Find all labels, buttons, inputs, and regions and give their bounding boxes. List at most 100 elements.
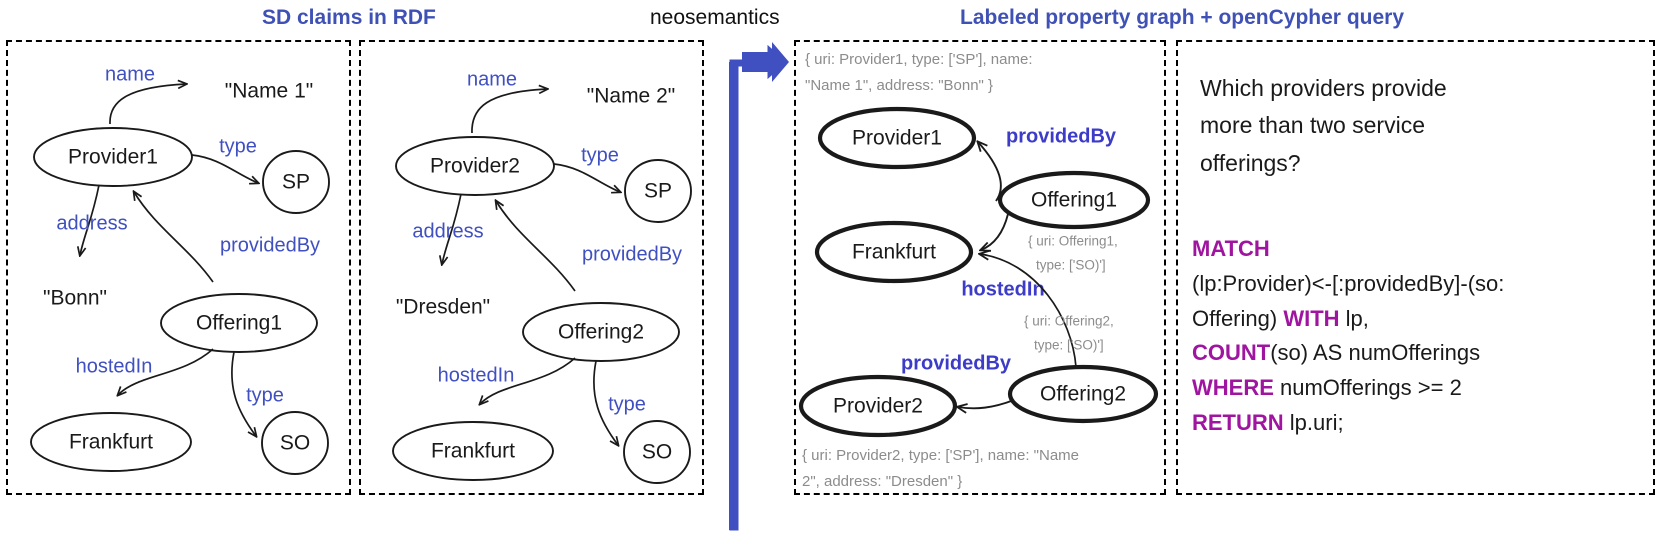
prop-offering1-line1: { uri: Offering1,	[1028, 234, 1118, 249]
edge-offering-type	[593, 360, 618, 445]
rdf-graph-2: name "Name 2" Provider2 type SP address …	[392, 68, 692, 484]
prop-offering2-line2: type: ['SO)']	[1034, 338, 1104, 353]
edge-label-offering-type: type	[246, 384, 284, 406]
opencypher-query: MATCH (lp:Provider)<-[:providedBy]-(so: …	[1192, 232, 1652, 441]
edge-name	[109, 84, 186, 125]
where-text: numOfferings >= 2	[1273, 375, 1462, 400]
return-text: lp.uri;	[1283, 409, 1344, 435]
arrow-bar	[742, 52, 780, 72]
title-sd-claims-rdf: SD claims in RDF	[262, 6, 436, 29]
edge-hostedin	[118, 348, 214, 395]
query-line-match: MATCH	[1192, 232, 1652, 267]
query-line-count: COUNT(so) AS numOfferings	[1192, 336, 1652, 371]
node-frankfurt	[392, 421, 554, 481]
node-frankfurt	[30, 412, 192, 472]
edge-label-type: type	[581, 144, 619, 166]
rdf-panel-provider1: name "Name 1" Provider1 type SP address …	[6, 40, 351, 495]
prop-offering2-line1: { uri: Offering2,	[1024, 314, 1114, 329]
with-var: lp,	[1339, 305, 1369, 331]
edge-address	[80, 184, 100, 255]
pattern-text: (lp:Provider)<-[:providedBy]-(so:	[1192, 270, 1505, 296]
rdf-panel-provider2: name "Name 2" Provider2 type SP address …	[359, 40, 704, 495]
literal-address-2: "Dresden"	[396, 296, 490, 319]
edge-label-address: address	[412, 220, 483, 242]
node-lpg-offering1	[997, 170, 1151, 230]
literal-name-2: "Name 2"	[587, 85, 675, 108]
flow-arrow-svg	[729, 42, 789, 531]
prop-provider1-line2: "Name 1", address: "Bonn" }	[805, 77, 993, 94]
node-sp-class	[262, 150, 330, 214]
keyword-return: RETURN	[1192, 409, 1284, 435]
neosemantics-conversion-arrow	[710, 38, 790, 533]
rdf-graph-1: name "Name 1" Provider1 type SP address …	[30, 63, 330, 475]
edge-label-providedby: providedBy	[220, 234, 320, 256]
edge-label-hostedin: hostedIn	[438, 364, 515, 386]
node-provider1-label: Provider1	[68, 146, 158, 169]
node-so-class	[623, 420, 691, 484]
arrow-head-icon	[772, 42, 789, 82]
node-provider2-label: Provider2	[430, 155, 520, 178]
edge-label-name: name	[105, 63, 155, 85]
query-line-return: RETURN lp.uri;	[1192, 406, 1652, 441]
keyword-match: MATCH	[1192, 236, 1270, 261]
node-offering1-label: Offering1	[196, 312, 282, 335]
edge-label-offering-type: type	[608, 393, 646, 415]
edge-address	[442, 193, 462, 264]
edge-label-hostedin: hostedIn	[76, 355, 153, 377]
prop-provider2-line1: { uri: Provider2, type: ['SP'], name: "N…	[802, 447, 1079, 464]
node-provider1	[33, 127, 193, 187]
question-line-1: Which providers provide	[1200, 75, 1447, 101]
node-so-label: SO	[280, 432, 310, 455]
node-frankfurt-label: Frankfurt	[431, 440, 515, 463]
prop-provider1-line1: { uri: Provider1, type: ['SP'], name:	[805, 51, 1033, 68]
edge-label-providedby: providedBy	[582, 243, 682, 265]
query-panel: Which providers provide more than two se…	[1176, 40, 1655, 495]
edge-lpg-providedby-1	[978, 142, 1002, 202]
node-lpg-provider2-label: Provider2	[833, 395, 923, 418]
edge-hostedin	[480, 357, 576, 404]
edge-type	[553, 163, 620, 192]
node-lpg-provider2	[798, 374, 958, 438]
rel-label-providedby-1: providedBy	[1006, 125, 1117, 147]
rel-label-providedby-2: providedBy	[901, 352, 1012, 374]
node-lpg-frankfurt	[814, 220, 974, 284]
question-line-2: more than two service	[1200, 112, 1425, 139]
literal-address-1: "Bonn"	[43, 287, 107, 310]
node-so-label: SO	[642, 441, 672, 464]
rel-label-hostedin: hostedIn	[961, 278, 1044, 300]
keyword-count: COUNT	[1192, 340, 1271, 366]
offering-text: Offering)	[1192, 305, 1284, 331]
node-offering2-label: Offering2	[558, 321, 644, 344]
edge-providedby	[134, 192, 214, 283]
arrow-stem	[729, 62, 738, 530]
node-offering1	[160, 293, 318, 353]
query-line-pattern: (lp:Provider)<-[:providedBy]-(so:	[1192, 267, 1652, 302]
edge-lpg-hostedin-2	[980, 254, 1077, 368]
node-sp-label: SP	[282, 171, 310, 194]
prop-offering1-line2: type: ['SO)']	[1036, 258, 1106, 273]
natural-language-question: Which providers provide more than two se…	[1200, 70, 1630, 182]
edge-label-type: type	[219, 135, 257, 157]
lpg-panel: { uri: Provider1, type: ['SP'], name: "N…	[794, 40, 1166, 495]
arrow-shape	[729, 44, 787, 531]
query-line-with: Offering) WITH lp,	[1192, 302, 1652, 337]
node-offering2	[522, 302, 680, 362]
edge-offering-type	[231, 351, 256, 436]
count-text: (so) AS numOfferings	[1270, 340, 1481, 366]
keyword-where: WHERE	[1192, 375, 1274, 400]
edge-label-name: name	[467, 68, 517, 90]
node-lpg-offering2-label: Offering2	[1040, 383, 1126, 406]
node-lpg-frankfurt-label: Frankfurt	[852, 241, 936, 264]
node-lpg-offering1-label: Offering1	[1031, 189, 1117, 212]
node-lpg-offering2	[1007, 364, 1159, 424]
prop-provider2-line2: 2", address: "Dresden" }	[802, 473, 962, 490]
edge-label-address: address	[56, 212, 127, 234]
edge-lpg-providedby-2	[958, 399, 1015, 408]
title-neosemantics: neosemantics	[650, 6, 780, 29]
literal-name-1: "Name 1"	[225, 80, 313, 103]
edge-providedby	[496, 201, 576, 292]
query-line-where: WHERE numOfferings >= 2	[1192, 371, 1652, 406]
edge-type	[191, 154, 258, 183]
lpg-graph: { uri: Provider1, type: ['SP'], name: "N…	[798, 51, 1159, 490]
